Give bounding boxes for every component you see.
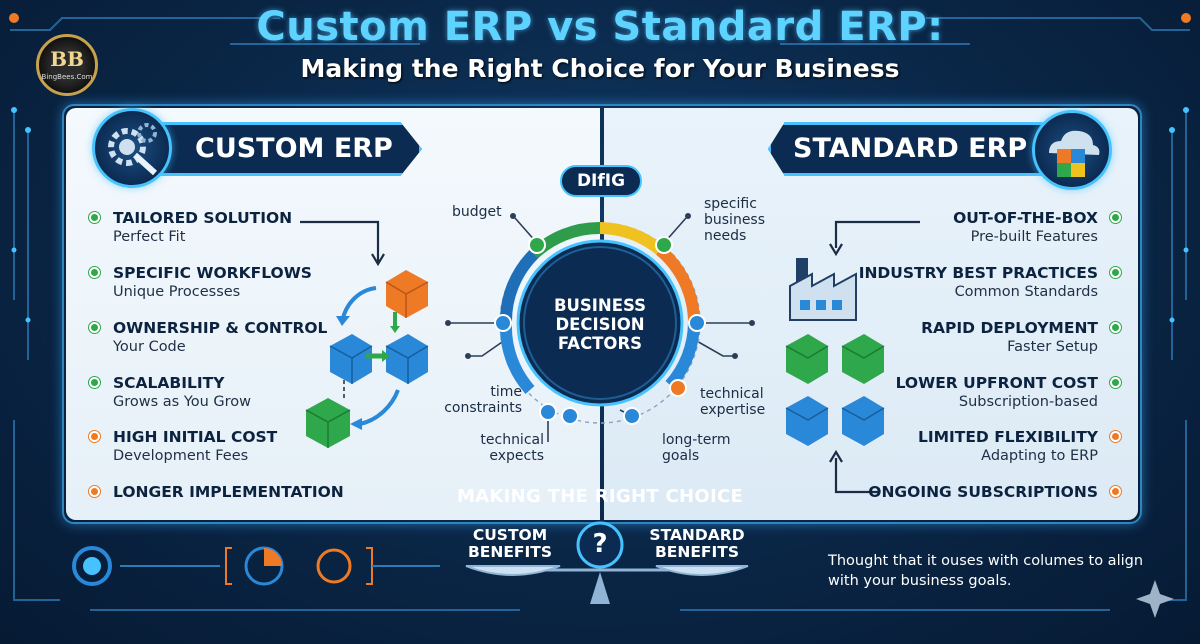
item-title: SCALABILITY [113,374,225,392]
item-title: INDUSTRY BEST PRACTICES [858,264,1098,282]
item-sub: Unique Processes [113,284,241,300]
logo-text: BingBees.Com [41,73,93,81]
custom-benefits-label: CUSTOM BENEFITS [467,526,553,561]
gauge-orange-arc [656,245,701,324]
bottom-note: Thought that it ouses with columes to al… [828,553,1144,589]
item-title: HIGH INITIAL COST [113,428,278,446]
factor-node-tech-expects [539,403,557,421]
item-sub: Your Code [113,339,186,355]
standard-item-rapid: RAPID DEPLOYMENT Faster Setup [921,319,1098,355]
logo-monogram: BB [50,47,84,71]
standard-erp-banner: STANDARD ERP [768,122,1048,176]
item-title: OWNERSHIP & CONTROL [113,319,328,337]
factor-specific: specific business needs [704,196,766,244]
custom-item-workflows: SPECIFIC WORKFLOWS Unique Processes [113,264,312,300]
factor-node-budget [528,236,546,254]
item-title: TAILORED SOLUTION [113,209,293,227]
status-dot-green [1110,322,1121,333]
item-title: LONGER IMPLEMENTATION [113,483,344,501]
item-sub: Grows as You Grow [113,394,252,410]
item-sub: Faster Setup [1007,339,1098,355]
status-dot-green [89,322,100,333]
standard-item-flexibility: LIMITED FLEXIBILITY Adapting to ERP [918,428,1098,464]
page-subtitle: Making the Right Choice for Your Busines… [300,54,900,83]
question-circle [576,521,624,569]
standard-factory-illustration [785,220,920,494]
custom-item-ownership: OWNERSHIP & CONTROL Your Code [113,319,327,355]
status-dot-green [89,267,100,278]
custom-item-implementation: LONGER IMPLEMENTATION [113,483,344,501]
brand-logo: BB BingBees.Com [36,34,98,96]
connector-expertise-b [694,339,733,357]
custom-blocks-illustration [300,220,429,448]
status-dot-orange [89,431,100,442]
balance-scale [465,521,749,604]
status-dot-orange [1110,486,1121,497]
item-title: LIMITED FLEXIBILITY [917,428,1098,446]
standard-item-out-of-box: OUT-OF-THE-BOX Pre-built Features [953,209,1098,245]
sparkle-icon [1136,580,1174,618]
status-dot-green [1110,377,1121,388]
hub-circle [516,239,684,407]
item-sub: Development Fees [113,448,249,464]
item-sub: Pre-built Features [970,229,1098,245]
cloud-puzzle-icon [1032,110,1112,190]
status-dot-green [1110,267,1121,278]
page-title: Custom ERP vs Standard ERP: [256,4,944,50]
status-dot-orange [89,486,100,497]
item-title: RAPID DEPLOYMENT [921,319,1098,337]
hub-label: BUSINESS DECISION FACTORS [553,296,647,353]
custom-item-cost: HIGH INITIAL COST Development Fees [113,428,277,464]
standard-item-best-practices: INDUSTRY BEST PRACTICES Common Standards [859,264,1098,300]
item-sub: Adapting to ERP [981,448,1098,464]
standard-benefits-label: STANDARD BENEFITS [649,526,745,561]
status-dot-green [89,377,100,388]
factor-node-tech-expects-b [561,407,579,425]
custom-erp-banner: CUSTOM ERP [152,122,422,176]
custom-item-scalability: SCALABILITY Grows as You Grow [113,374,251,410]
factor-node-expertise-b [669,379,687,397]
factor-time: time constraints [444,384,522,416]
bottom-title: MAKING THE RIGHT CHOICE [456,486,744,507]
factor-budget: budget [452,204,502,220]
bottom-gauges [72,546,440,586]
factor-long-term: long-term goals [662,432,731,464]
standard-item-lower-cost: LOWER UPFRONT COST Subscription-based [896,374,1098,410]
status-dot-green [89,212,100,223]
factor-node-long-term [623,407,641,425]
item-sub: Perfect Fit [113,229,186,245]
factor-tech-expertise: technical expertise [700,386,766,418]
connector-time-b [470,339,506,357]
item-title: SPECIFIC WORKFLOWS [113,264,312,282]
question-mark: ? [592,529,608,559]
status-dot-green [1110,212,1121,223]
item-sub: Subscription-based [958,394,1098,410]
diagram-tag: DIfIG [560,165,642,197]
factor-node-specific [655,236,673,254]
item-title: LOWER UPFRONT COST [895,374,1098,392]
factor-tech-expects: technical expects [480,432,544,464]
factor-node-time [494,314,512,332]
status-dot-orange [1110,431,1121,442]
custom-item-tailored: TAILORED SOLUTION Perfect Fit [113,209,292,245]
item-title: OUT-OF-THE-BOX [953,209,1098,227]
item-sub: Common Standards [954,284,1098,300]
factor-node-expertise [688,314,706,332]
standard-item-subscriptions: ONGOING SUBSCRIPTIONS [868,483,1098,501]
gear-wrench-icon [92,108,172,188]
item-title: ONGOING SUBSCRIPTIONS [868,483,1098,501]
